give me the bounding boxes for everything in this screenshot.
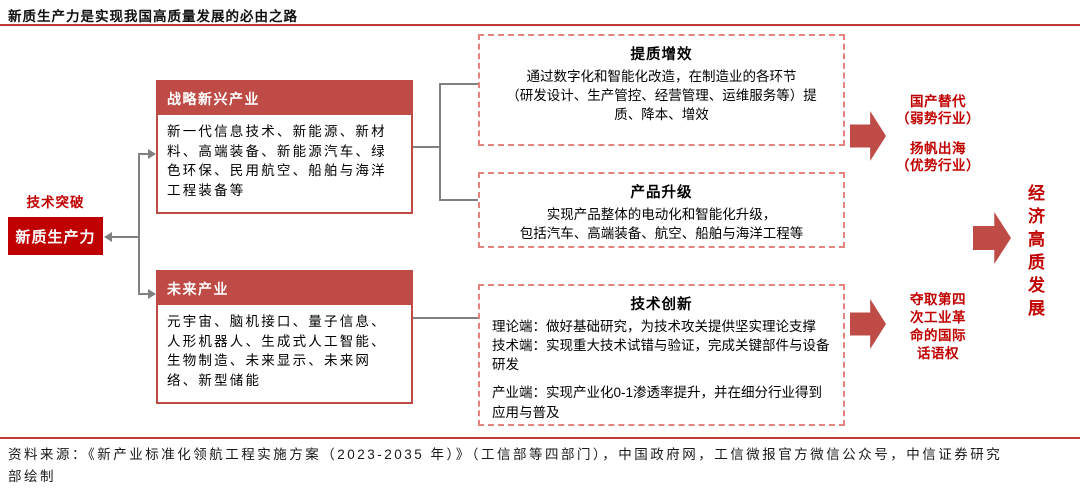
- product-upgrade-box: 产品升级 实现产品整体的电动化和智能化升级， 包括汽车、高端装备、航空、船舶与海…: [478, 172, 845, 248]
- connector-line: [140, 293, 148, 295]
- strategic-box-body: 新一代信息技术、新能源、新材料、高端装备、新能源汽车、绿色环保、民用航空、船舶与…: [167, 124, 387, 198]
- industrial-revolution-label: 夺取第四 次工业革 命的国际 话语权: [910, 292, 966, 361]
- future-box-body: 元宇宙、脑机接口、量子信息、人形机器人、生成式人工智能、生物制造、未来显示、未来…: [167, 314, 387, 388]
- page-title: 新质生产力是实现我国高质量发展的必由之路: [8, 9, 298, 24]
- strategic-emerging-industries-box: 战略新兴产业 新一代信息技术、新能源、新材料、高端装备、新能源汽车、绿色环保、民…: [156, 80, 413, 214]
- footer-divider: [0, 437, 1080, 439]
- title-underline: [0, 24, 1080, 26]
- strategic-box-header: 战略新兴产业: [158, 82, 411, 115]
- tech-breakthrough-label: 技术突破: [26, 195, 85, 210]
- connector-line: [439, 199, 478, 201]
- result-substitution-text: 国产替代 （弱势行业） 扬帆出海 （优势行业）: [880, 93, 996, 174]
- connector-line: [112, 236, 140, 238]
- quality-efficiency-title: 提质增效: [630, 47, 693, 63]
- connector-line: [439, 83, 478, 85]
- source-note: 资料来源：《新产业标准化领航工程实施方案（2023-2035 年）》（工信部等四…: [8, 447, 1003, 485]
- sail-overseas-label: 扬帆出海 （优势行业）: [896, 141, 980, 173]
- quality-efficiency-body: 通过数字化和智能化改造，在制造业的各环节 （研发设计、生产管控、经营管理、运维服…: [506, 69, 817, 123]
- arrow-right-icon: [973, 212, 1011, 264]
- tech-innovation-box: 技术创新 理论端：做好基础研究，为技术攻关提供坚实理论支撑 技术端：实现重大技术…: [478, 284, 845, 426]
- tech-innovation-para1: 理论端：做好基础研究，为技术攻关提供坚实理论支撑 技术端：实现重大技术试错与验证…: [492, 319, 830, 373]
- connector-line: [413, 146, 441, 148]
- future-industries-box: 未来产业 元宇宙、脑机接口、量子信息、人形机器人、生成式人工智能、生物制造、未来…: [156, 270, 413, 404]
- tech-innovation-para2: 产业端：实现产业化0-1渗透率提升，并在细分行业得到应用与普及: [492, 385, 823, 420]
- tech-innovation-title: 技术创新: [630, 297, 693, 313]
- arrowhead-left-icon: [104, 232, 112, 242]
- tech-innovation-body: 理论端：做好基础研究，为技术攻关提供坚实理论支撑 技术端：实现重大技术试错与验证…: [480, 317, 843, 422]
- economic-development-goal-label: 经 济 高 质 发 展: [1028, 184, 1046, 318]
- product-upgrade-body: 实现产品整体的电动化和智能化升级， 包括汽车、高端装备、航空、船舶与海洋工程等: [519, 207, 804, 242]
- arrowhead-right-icon: [148, 149, 156, 159]
- connector-line: [140, 153, 148, 155]
- connector-line: [413, 317, 478, 319]
- connector-line: [439, 83, 441, 201]
- arrowhead-right-icon: [148, 289, 156, 299]
- product-upgrade-title: 产品升级: [630, 185, 693, 201]
- quality-efficiency-box: 提质增效 通过数字化和智能化改造，在制造业的各环节 （研发设计、生产管控、经营管…: [478, 34, 845, 146]
- connector-line: [138, 153, 140, 295]
- new-quality-productivity-node: 新质生产力: [8, 217, 103, 255]
- domestic-substitution-label: 国产替代 （弱势行业）: [896, 94, 980, 126]
- future-box-header: 未来产业: [158, 272, 411, 305]
